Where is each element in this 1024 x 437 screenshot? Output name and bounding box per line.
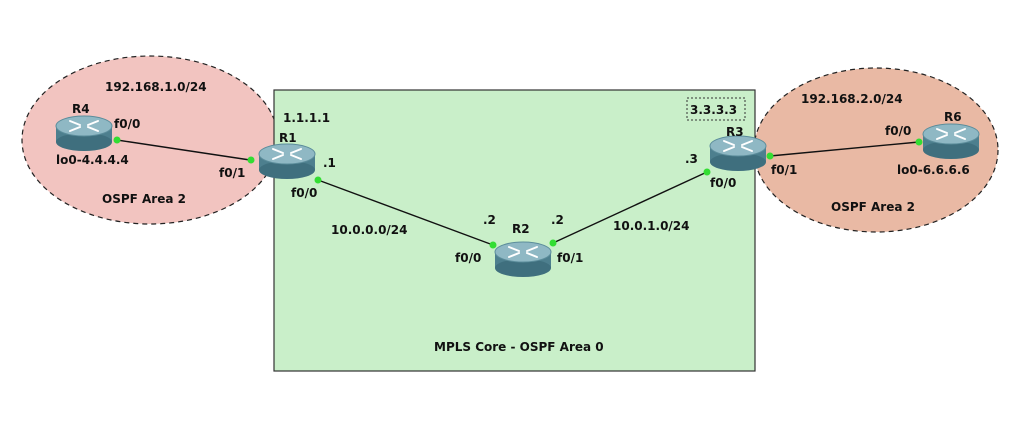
right-area-network-label: 192.168.2.0/24 [801, 92, 903, 106]
router-r2-icon[interactable] [494, 241, 552, 278]
link-r2-r3 [552, 171, 708, 244]
r2-host-left-label: .2 [483, 213, 496, 227]
r3-name-label: R3 [726, 125, 744, 139]
r4-name-label: R4 [72, 102, 90, 116]
r3-port-f01-label: f0/1 [771, 163, 797, 177]
port-r6-f00 [915, 138, 923, 146]
mpls-core-region [273, 89, 756, 372]
r2-port-f00-label: f0/0 [455, 251, 481, 265]
right-area-label: OSPF Area 2 [831, 200, 915, 214]
r6-port-label: f0/0 [885, 124, 911, 138]
port-r2-f01 [549, 239, 557, 247]
link-r1-r2 [317, 179, 494, 246]
left-area-label: OSPF Area 2 [102, 192, 186, 206]
r3-loopback-box [686, 97, 746, 121]
mpls-core-label: MPLS Core - OSPF Area 0 [434, 340, 604, 354]
right-area-2-region [753, 67, 999, 233]
r1-loopback-label: 1.1.1.1 [283, 111, 330, 125]
r1-host-label: .1 [323, 156, 336, 170]
router-r1-icon[interactable] [258, 143, 316, 180]
r2-name-label: R2 [512, 222, 530, 236]
port-r3-f01 [766, 152, 774, 160]
port-r1-f01 [247, 156, 255, 164]
port-r3-f00 [703, 168, 711, 176]
link-r1-r2-network-label: 10.0.0.0/24 [331, 223, 408, 237]
left-area-network-label: 192.168.1.0/24 [105, 80, 207, 94]
r4-port-label: f0/0 [114, 117, 140, 131]
r2-host-right-label: .2 [551, 213, 564, 227]
port-r2-f00 [489, 241, 497, 249]
link-r4-r1 [116, 139, 251, 161]
router-r4-icon[interactable] [55, 115, 113, 152]
r1-port-f01-label: f0/1 [219, 166, 245, 180]
port-r4-f00 [113, 136, 121, 144]
r4-loopback-label: lo0-4.4.4.4 [56, 153, 129, 167]
port-r1-f00 [314, 176, 322, 184]
r6-loopback-label: lo0-6.6.6.6 [897, 163, 970, 177]
r3-host-label: .3 [685, 152, 698, 166]
r3-loopback-label: 3.3.3.3 [690, 103, 737, 117]
r1-name-label: R1 [279, 131, 297, 145]
link-r2-r3-network-label: 10.0.1.0/24 [613, 219, 690, 233]
r2-port-f01-label: f0/1 [557, 251, 583, 265]
r1-port-f00-label: f0/0 [291, 186, 317, 200]
link-r3-r6 [769, 141, 920, 157]
router-r3-icon[interactable] [709, 135, 767, 172]
r6-name-label: R6 [944, 110, 962, 124]
router-r6-icon[interactable] [922, 123, 980, 160]
r3-port-f00-label: f0/0 [710, 176, 736, 190]
